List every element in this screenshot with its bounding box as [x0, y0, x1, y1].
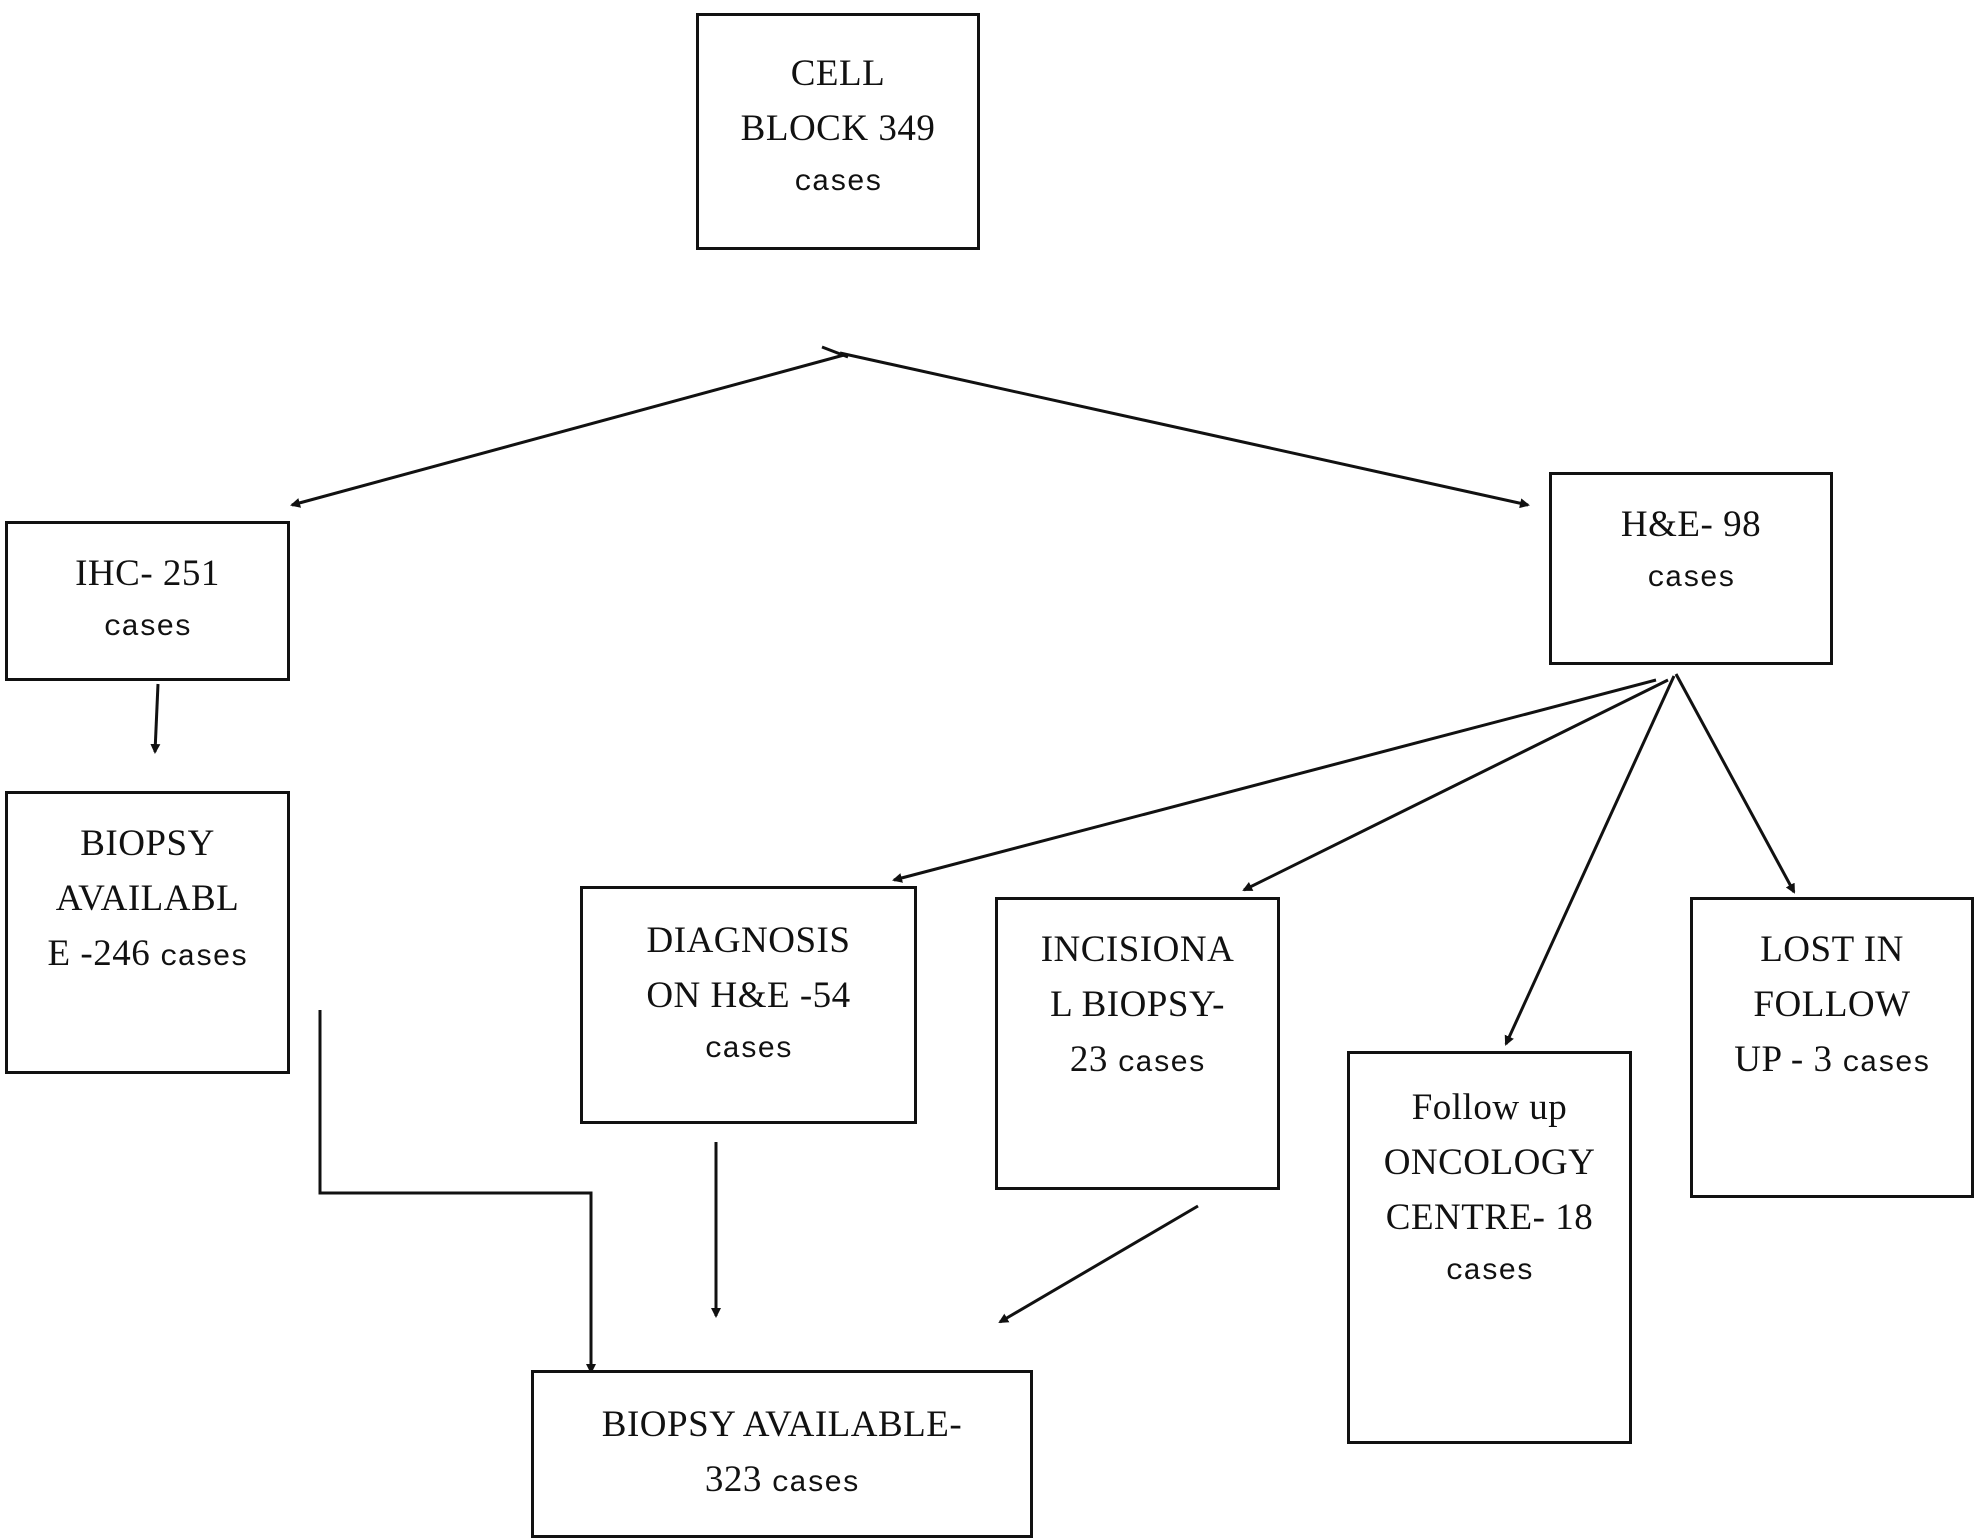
node-text: BIOPSY [80, 823, 215, 864]
node-text: BLOCK 349 [740, 108, 936, 149]
node-suffix: cases [1842, 1047, 1930, 1081]
node-biopsy-available-total: BIOPSY AVAILABLE- 323 cases [531, 1370, 1033, 1538]
node-text: L BIOPSY- [1050, 984, 1225, 1025]
arrow-ihc-to-biopsy [150, 683, 161, 754]
node-text: Follow up [1411, 1087, 1568, 1128]
arrow-he-to-diagnosis [892, 678, 1657, 883]
node-suffix: cases [1647, 562, 1735, 596]
node-text: BIOPSY AVAILABLE- [601, 1404, 963, 1445]
arrow-he-to-incisional [1242, 678, 1669, 892]
node-suffix: cases [1445, 1255, 1534, 1289]
node-suffix: cases [704, 1033, 793, 1067]
node-he: H&E- 98 cases [1549, 472, 1833, 665]
node-text: AVAILABL [55, 878, 240, 919]
node-text: IHC- 251 [75, 553, 220, 594]
connector-split-left [821, 345, 849, 359]
arrow-biopsy-to-total [318, 1010, 596, 1374]
arrow-he-to-lost [1674, 673, 1796, 894]
node-biopsy-available-ihc: BIOPSY AVAILABL E -246 cases [5, 791, 290, 1074]
node-text: FOLLOW [1753, 984, 1911, 1025]
node-suffix: cases [103, 611, 192, 645]
node-text: INCISIONA [1040, 929, 1235, 970]
node-text: ONCOLOGY [1383, 1142, 1596, 1183]
node-text: CENTRE- 18 [1385, 1197, 1594, 1238]
node-suffix: cases [159, 941, 248, 975]
node-text: CELL [790, 53, 886, 94]
node-text: 323 [704, 1459, 772, 1500]
node-suffix: cases [1117, 1047, 1206, 1081]
node-text: UP - 3 [1734, 1039, 1843, 1080]
node-ihc: IHC- 251 cases [5, 521, 290, 681]
arrow-cell-to-he [839, 351, 1530, 509]
arrow-incisional-to-total [998, 1204, 1199, 1324]
node-oncology-followup: Follow up ONCOLOGY CENTRE- 18 cases [1347, 1051, 1632, 1444]
node-text: ON H&E -54 [646, 975, 851, 1016]
node-lost-followup: LOST IN FOLLOW UP - 3 cases [1690, 897, 1974, 1198]
node-suffix: cases [794, 166, 882, 200]
node-text: H&E- 98 [1620, 504, 1762, 545]
node-diagnosis-he: DIAGNOSIS ON H&E -54 cases [580, 886, 917, 1124]
node-text: DIAGNOSIS [646, 920, 851, 961]
node-incisional-biopsy: INCISIONA L BIOPSY- 23 cases [995, 897, 1280, 1190]
node-text: E -246 [47, 933, 160, 974]
node-cell-block: CELL BLOCK 349 cases [696, 13, 980, 250]
arrow-he-to-oncology [1504, 675, 1676, 1046]
node-suffix: cases [771, 1467, 860, 1501]
arrow-cell-to-ihc [290, 353, 845, 508]
node-text: 23 [1069, 1039, 1118, 1080]
node-text: LOST IN [1760, 929, 1904, 970]
